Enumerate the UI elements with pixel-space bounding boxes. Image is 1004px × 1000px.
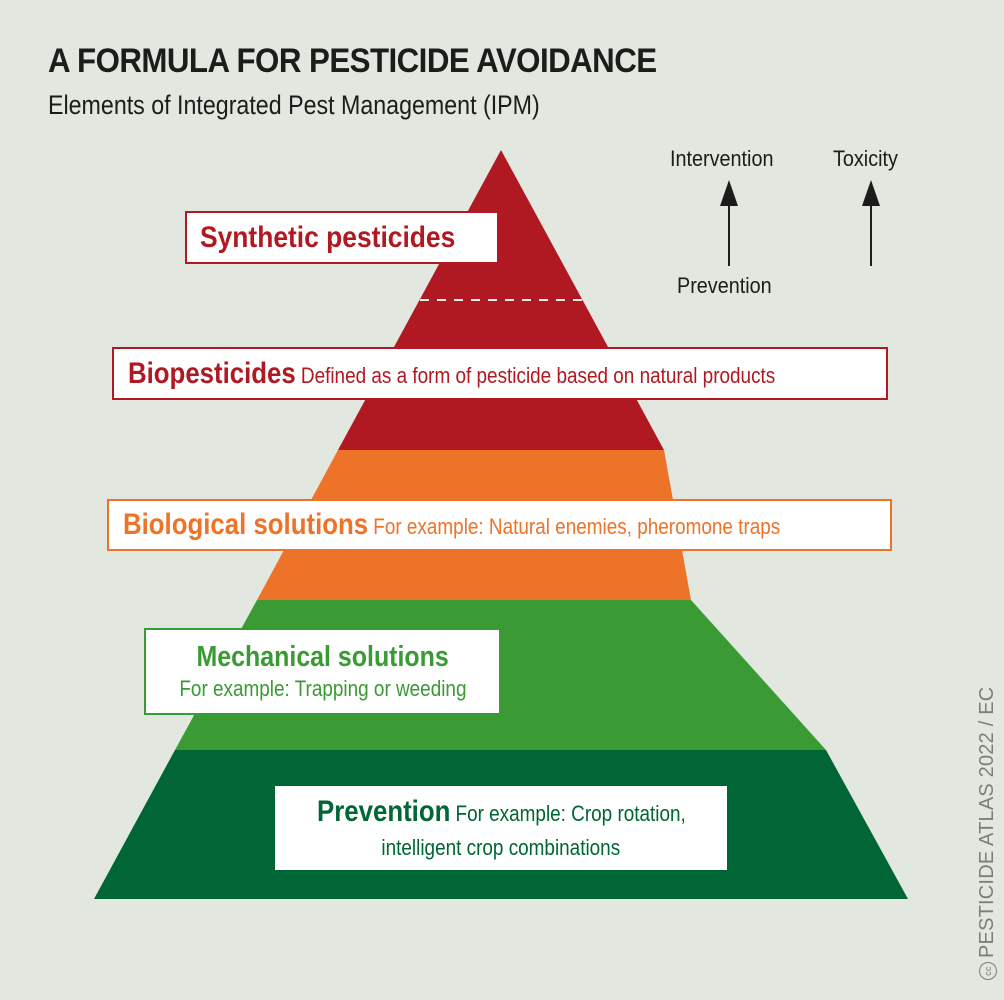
arrow-up-icon xyxy=(862,180,880,266)
creative-commons-icon: cc xyxy=(978,962,997,980)
label-biopesticides: Biopesticides Defined as a form of pesti… xyxy=(112,347,888,400)
label-title: Synthetic pesticides xyxy=(200,220,456,254)
pyramid-tier-red xyxy=(338,150,664,450)
label-description: For example: Natural enemies, pheromone … xyxy=(373,514,781,539)
label-title: Biological solutions xyxy=(123,508,369,541)
axis-label-prevention: Prevention xyxy=(677,273,772,298)
label-mechanical-solutions: Mechanical solutions For example: Trappi… xyxy=(144,628,501,715)
label-prevention: Prevention For example: Crop rotation, i… xyxy=(275,786,727,870)
label-description: Defined as a form of pesticide based on … xyxy=(300,362,776,388)
page-subtitle: Elements of Integrated Pest Management (… xyxy=(48,90,540,120)
label-synthetic-pesticides: Synthetic pesticides xyxy=(185,211,499,264)
label-description-line2: intelligent crop combinations xyxy=(381,835,621,860)
arrow-up-icon xyxy=(720,180,738,266)
label-biological-solutions: Biological solutions For example: Natura… xyxy=(107,499,892,551)
label-description: For example: Crop rotation, xyxy=(455,801,686,826)
label-description: For example: Trapping or weeding xyxy=(178,675,467,701)
label-title: Mechanical solutions xyxy=(196,640,449,673)
credit-text: PESTICIDE ATLAS 2022 / EC xyxy=(976,686,998,958)
page-title: A FORMULA FOR PESTICIDE AVOIDANCE xyxy=(48,42,657,80)
credit-line: cc PESTICIDE ATLAS 2022 / EC xyxy=(976,687,999,980)
axis-label-toxicity: Toxicity xyxy=(833,146,898,171)
label-title: Biopesticides xyxy=(128,356,296,390)
label-title: Prevention xyxy=(316,795,450,828)
axis-label-intervention: Intervention xyxy=(670,146,774,171)
